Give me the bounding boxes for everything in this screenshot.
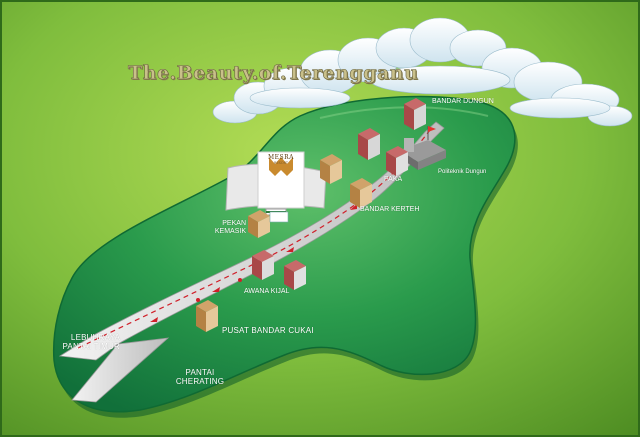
town-buildings [196, 98, 426, 332]
label-pusat-bandar-cukai: PUSAT BANDAR CUKAI [222, 326, 314, 335]
map-title: The.Beauty.of.Terengganu [128, 62, 419, 85]
label-bandar-kerteh: BANDAR KERTEH [360, 206, 420, 213]
mesra-resort-billboard [225, 151, 327, 216]
highway [58, 121, 445, 403]
hotel-sign: MESRA RESORT [262, 154, 300, 165]
hotel-name: MESRA [268, 154, 294, 161]
label-politeknik-dungun: Politeknik Dungun [438, 169, 487, 175]
label-paka: PAKA [384, 176, 403, 183]
label-pantai-cherating: PANTAI CHERATING [175, 368, 225, 386]
label-lebuhraya-pantai-timur: LEBUHRAYA PANTAI TIMUR [62, 333, 120, 351]
hotel-subtitle: RESORT [274, 161, 288, 165]
clouds [212, 17, 633, 127]
label-bandar-dungun: BANDAR DUNGUN [432, 98, 494, 105]
label-awana-kijal: AWANA KIJAL [244, 288, 290, 295]
label-pekan-kemasik: PEKAN KEMASIK [214, 220, 246, 235]
